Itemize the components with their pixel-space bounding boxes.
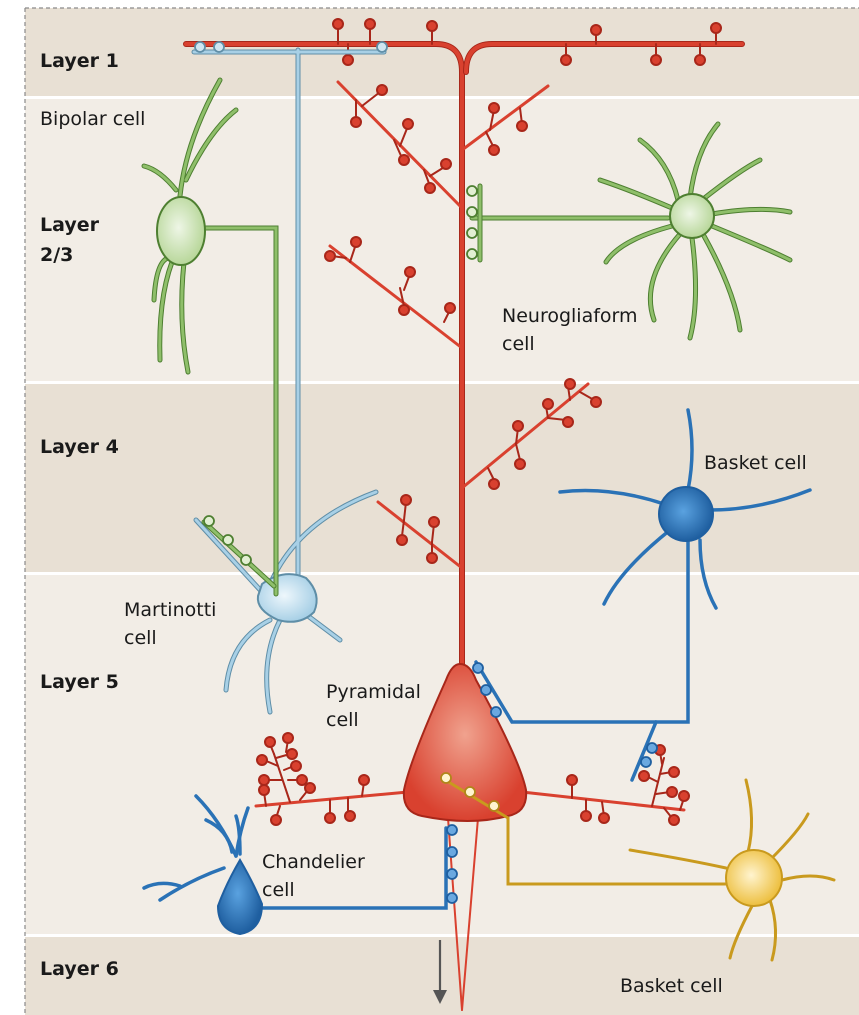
- martinotti-line-2: cell: [124, 627, 157, 649]
- neurogliaform-line-1: Neurogliaform: [502, 305, 638, 327]
- chandelier-line-1: Chandelier: [262, 851, 365, 873]
- pyramidal-line-1: Pyramidal: [326, 681, 421, 703]
- basket-cell-lower-label: Basket cell: [620, 975, 723, 997]
- chandelier-line-2: cell: [262, 879, 295, 901]
- layer-1-label: Layer 1: [40, 50, 119, 72]
- layer-2-3-band: [25, 99, 859, 381]
- basket-lower-soma: [726, 850, 782, 906]
- layer-1-band: [25, 8, 859, 96]
- layer-6-label: Layer 6: [40, 958, 119, 980]
- neurogliaform-line-2: cell: [502, 333, 535, 355]
- layer-5-label: Layer 5: [40, 671, 119, 693]
- basket-upper-soma: [659, 487, 713, 541]
- martinotti-line-1: Martinotti: [124, 599, 216, 621]
- pyramidal-line-2: cell: [326, 709, 359, 731]
- bipolar-cell-label: Bipolar cell: [40, 108, 145, 130]
- layer-4-label: Layer 4: [40, 436, 119, 458]
- layer-2-3-line-2: 2/3: [40, 244, 73, 266]
- layer-4-band: [25, 384, 859, 572]
- bipolar-soma: [157, 197, 205, 265]
- basket-cell-upper-label: Basket cell: [704, 452, 807, 474]
- layer-2-3-line-1: Layer: [40, 214, 100, 236]
- neurogliaform-soma: [670, 194, 714, 238]
